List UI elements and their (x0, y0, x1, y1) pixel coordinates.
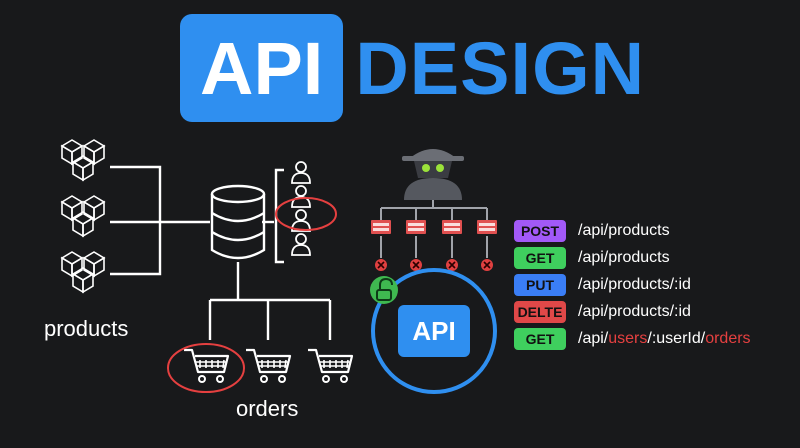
spy-icon (402, 149, 464, 200)
boxes-icon (62, 140, 104, 292)
user-highlight-ring (275, 197, 337, 231)
api-box: API (398, 305, 470, 357)
unlocked-icon (370, 276, 398, 304)
route-path: /api/users/:userId/orders (578, 330, 751, 348)
route-path: /api/products/:id (578, 276, 691, 294)
route-path: /api/products (578, 222, 670, 240)
api-ring (371, 268, 497, 394)
database-icon (210, 184, 266, 260)
method-badge: PUT (514, 274, 566, 296)
method-badge: GET (514, 328, 566, 350)
path-segment: /api/products (578, 249, 670, 266)
method-badge: POST (514, 220, 566, 242)
method-badge: DELTE (514, 301, 566, 323)
path-segment: /api/products/:id (578, 303, 691, 320)
title: API DESIGN (180, 14, 645, 122)
orders-label: orders (236, 396, 299, 421)
route-row: GET/api/users/:userId/orders (514, 326, 751, 352)
route-row: GET/api/products (514, 245, 751, 271)
cart-icon (182, 348, 354, 384)
path-segment: /api/ (578, 330, 609, 347)
attack-lines (380, 200, 488, 258)
route-row: POST/api/products (514, 218, 751, 244)
users-icon (291, 161, 311, 256)
path-highlight: orders (705, 330, 751, 347)
route-path: /api/products/:id (578, 303, 691, 321)
title-badge: API (180, 14, 344, 122)
route-path: /api/products (578, 249, 670, 267)
path-segment: /:userId/ (647, 330, 706, 347)
path-segment: /api/products/:id (578, 276, 691, 293)
products-label: products (44, 316, 129, 341)
method-badge: GET (514, 247, 566, 269)
route-row: DELTE/api/products/:id (514, 299, 751, 325)
title-rest: DESIGN (355, 26, 646, 110)
path-highlight: users (608, 330, 648, 347)
route-row: PUT/api/products/:id (514, 272, 751, 298)
cart-highlight-ring (167, 343, 245, 393)
path-segment: /api/products (578, 222, 670, 239)
server-icon (371, 220, 497, 234)
